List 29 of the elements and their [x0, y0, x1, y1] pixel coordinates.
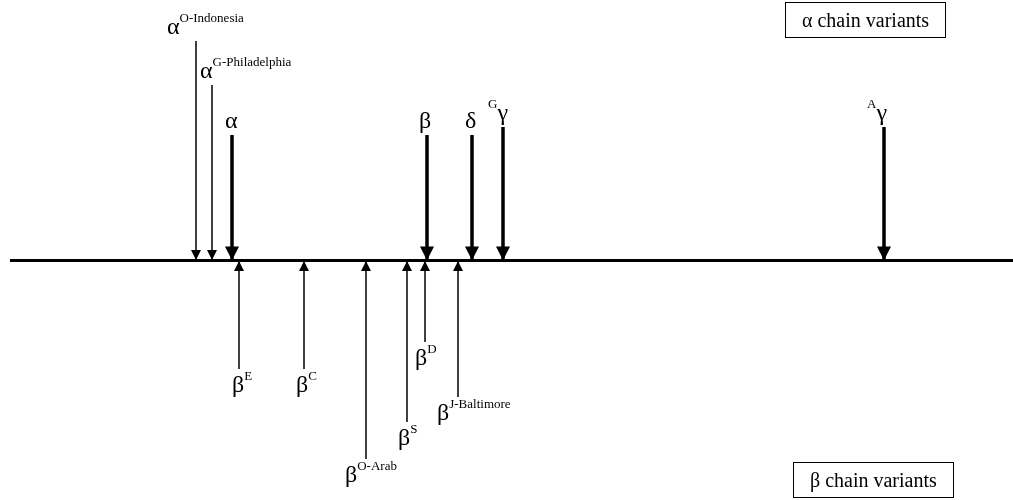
chain-label: β$^{D}$ — [415, 345, 437, 369]
chain-label: β$^{O-Arab}$ — [345, 462, 397, 486]
chain-label: β — [419, 108, 432, 132]
arrow — [453, 261, 463, 398]
legend-box: β chain variants — [793, 462, 954, 498]
arrow — [207, 84, 217, 260]
arrow — [420, 261, 430, 343]
chain-label: $^{G}$γ — [488, 100, 508, 124]
arrow — [420, 135, 434, 261]
arrow — [191, 40, 201, 260]
chain-label: β$^{E}$ — [232, 372, 253, 396]
legend-box: α chain variants — [785, 2, 947, 38]
arrow — [496, 127, 510, 261]
arrow — [465, 135, 479, 261]
arrow — [225, 135, 239, 261]
arrow — [877, 127, 891, 261]
arrow — [361, 261, 371, 460]
chain-label: δ — [465, 108, 477, 132]
chain-label: $^{A}$γ — [867, 100, 887, 124]
axis-line — [10, 259, 1013, 262]
arrow — [299, 261, 309, 370]
chain-label: β$^{S}$ — [398, 425, 418, 449]
chain-label: β$^{C}$ — [296, 372, 317, 396]
arrow — [234, 261, 244, 370]
chain-label: α — [225, 108, 238, 132]
arrow — [402, 261, 412, 423]
chain-label: α$^{O-Indonesia}$ — [167, 14, 244, 38]
chain-label: β$^{J-Baltimore}$ — [437, 400, 511, 424]
chain-label: α$^{G-Philadelphia}$ — [200, 58, 292, 82]
